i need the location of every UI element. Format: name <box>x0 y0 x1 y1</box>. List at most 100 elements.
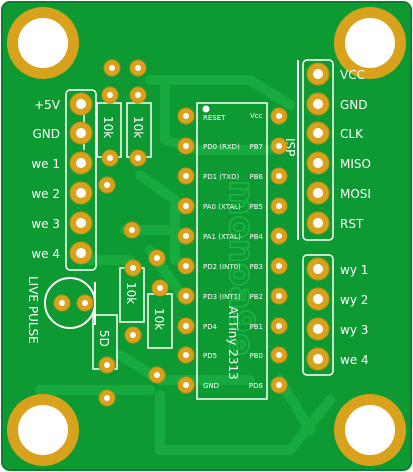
right-isp-header-outline <box>302 59 334 241</box>
io-header-pad <box>306 287 330 311</box>
component-pad <box>101 86 119 104</box>
component-pad <box>103 59 121 77</box>
resistor-label-4: 10k <box>152 308 166 330</box>
ghost-copper-text: monoa9e <box>221 180 261 356</box>
ic-pin-label-left: PD4 <box>203 323 218 331</box>
left-header-pad <box>69 181 93 205</box>
ic-pin-label-left: PA0 (XTAL) <box>203 203 241 211</box>
ic-pin-label-right: PB2 <box>250 293 263 301</box>
ic-pin-label-right: PB5 <box>250 203 263 211</box>
led-pad-cathode <box>76 294 94 312</box>
left-header-label: we 2 <box>31 187 60 201</box>
ic-pin-pad-left <box>177 167 195 185</box>
ic-pin-pad-left <box>177 346 195 364</box>
io-header-pad <box>306 347 330 371</box>
ic-pin-pad-left <box>177 227 195 245</box>
component-pad <box>129 149 147 167</box>
ic-pin-pad-right <box>270 257 288 275</box>
diode-label: 5D <box>97 330 111 347</box>
component-pad <box>124 326 142 344</box>
ic-pin-pad-right <box>270 317 288 335</box>
component-pad <box>151 279 169 297</box>
ic-vcc-label: Vcc <box>250 112 263 120</box>
ic-pin-label-right: PB6 <box>250 173 264 181</box>
resistor-label-1: 10k <box>101 116 115 138</box>
ic-pin-label-right: PB4 <box>250 233 264 241</box>
isp-header-pad <box>306 92 330 116</box>
component-pad <box>101 149 119 167</box>
component-pad <box>129 86 147 104</box>
isp-header-pad <box>306 121 330 145</box>
ic-pin-label-right: PB1 <box>250 323 263 331</box>
left-header-pad <box>69 121 93 145</box>
isp-header-pad <box>306 62 330 86</box>
led-outline <box>44 277 96 329</box>
mounting-hole-bottom-right <box>334 394 406 466</box>
ic-pin-label-left: PD5 <box>203 352 217 360</box>
component-pad <box>148 249 166 267</box>
ic-pin-pad-left <box>177 197 195 215</box>
resistor-label-2: 10k <box>131 116 145 138</box>
ic-pin-pad-left <box>177 317 195 335</box>
isp-header-label: RST <box>340 217 364 231</box>
right-io-header-outline <box>302 254 334 376</box>
led-pad-anode <box>53 294 71 312</box>
ic-pin-label-left: GND <box>203 382 219 390</box>
isp-header-label: MISO <box>340 157 371 171</box>
io-header-pad <box>306 257 330 281</box>
left-header-label: GND <box>32 127 60 141</box>
ic-pin-pad-right <box>270 227 288 245</box>
io-header-label: wy 2 <box>340 293 368 307</box>
mounting-hole-top-right <box>334 7 406 79</box>
ic-pin-pad-left <box>177 287 195 305</box>
isp-header-label: VCC <box>340 68 365 82</box>
left-header-label: +5V <box>34 98 61 112</box>
ic-pin-pad-left <box>177 257 195 275</box>
left-header-outline <box>65 89 97 271</box>
mounting-hole-bottom-left <box>7 394 79 466</box>
component-pad <box>129 59 147 77</box>
live-pulse-label: LIVE PULSE <box>26 276 40 344</box>
io-header-label: wy 3 <box>340 323 368 337</box>
component-pad <box>177 376 195 394</box>
left-header-pad <box>69 241 93 265</box>
ic-name-label: ATTiny 2313 <box>226 306 240 380</box>
ic-pin-pad-right <box>270 376 288 394</box>
ic-pin-pad-right <box>270 346 288 364</box>
io-header-pad <box>306 317 330 341</box>
component-pad <box>148 366 166 384</box>
ic-pin-pad-vcc <box>270 107 288 125</box>
mounting-hole-top-left <box>7 7 79 79</box>
ic-pin1-marker <box>202 105 210 113</box>
ic-pin-label-right: PB3 <box>250 263 263 271</box>
ic-pin-label-left: PD3 (INT1) <box>203 293 241 301</box>
left-header-label: we 3 <box>31 217 60 231</box>
component-pad <box>98 356 116 374</box>
io-header-label: wy 1 <box>340 263 368 277</box>
component-pad <box>98 389 116 407</box>
ic-pin-pad-left <box>177 137 195 155</box>
ic-pin-pad-reset <box>177 107 195 125</box>
isp-header-pad <box>306 151 330 175</box>
ic-pin-label-right: PB0 <box>250 352 263 360</box>
left-header-label: we 4 <box>31 247 60 261</box>
mounting-holes <box>7 7 406 466</box>
ic-pin-pad-right <box>270 167 288 185</box>
ic-pin-label-right: PD6 <box>249 382 264 390</box>
resistor-label-3: 10k <box>124 282 138 304</box>
left-header-pad <box>69 92 93 116</box>
component-pad <box>124 259 142 277</box>
isp-header-label: GND <box>340 98 368 112</box>
ic-pin-pad-right <box>270 287 288 305</box>
ic-body <box>196 102 268 400</box>
io-header-label: we 4 <box>340 353 369 367</box>
left-header-label: we 1 <box>31 157 60 171</box>
ic-pin-label-right: PB7 <box>250 143 263 151</box>
component-pad <box>98 176 116 194</box>
isp-header-pad <box>306 181 330 205</box>
ic-pin-label-left: PD2 (INT0) <box>203 263 241 271</box>
left-header-pad <box>69 151 93 175</box>
ic-pin-label-left: PD0 (RXD) <box>203 143 240 151</box>
